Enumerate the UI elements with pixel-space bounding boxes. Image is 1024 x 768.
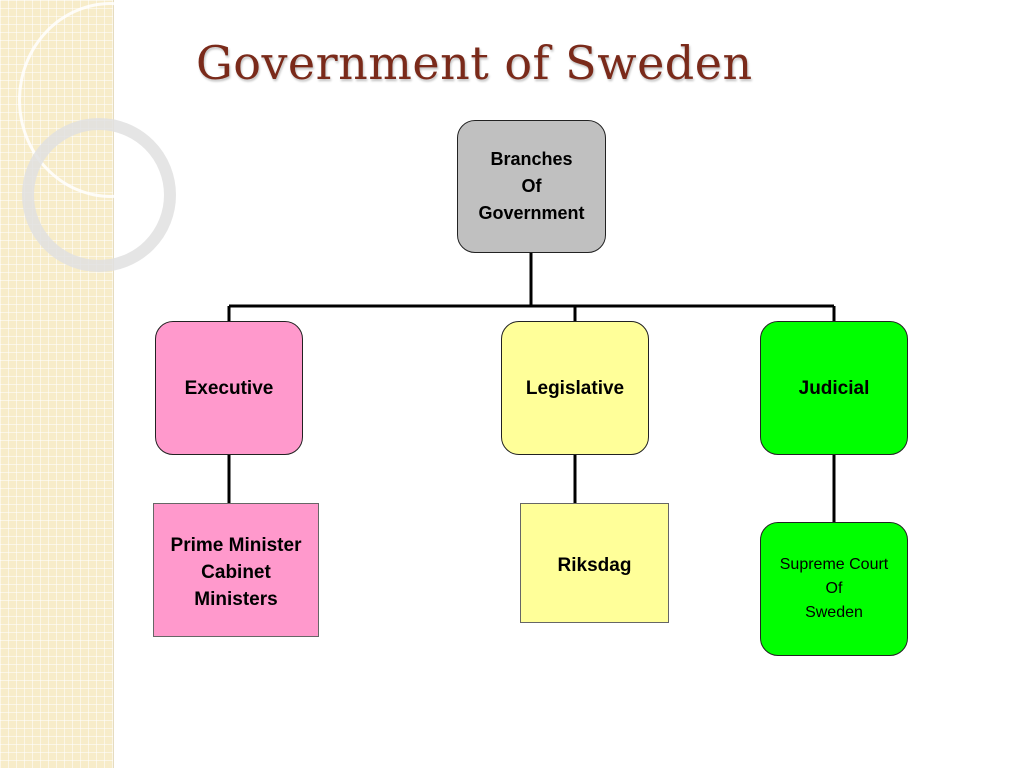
slide-title: Government of Sweden — [196, 36, 753, 90]
node-line: Ministers — [194, 589, 278, 610]
node-line: Supreme Court — [779, 556, 889, 573]
node-label: Legislative — [525, 377, 625, 399]
node-label: Executive — [184, 377, 274, 399]
branches-of-government-node: Branches Of Government — [457, 120, 606, 253]
legislative-node: Legislative — [501, 321, 649, 455]
node-label: Judicial — [798, 377, 870, 399]
node-line: Government — [478, 203, 585, 223]
judicial-node: Judicial — [760, 321, 908, 455]
node-line: Riksdag — [557, 555, 632, 576]
supreme-court-node: Supreme Court Of Sweden — [760, 522, 908, 656]
node-line: Cabinet — [201, 562, 271, 583]
riksdag-node: Riksdag — [520, 503, 669, 623]
node-line: Of — [521, 176, 542, 196]
node-line: Prime Minister — [170, 535, 302, 556]
prime-minister-cabinet-node: Prime Minister Cabinet Ministers — [153, 503, 319, 637]
node-line: Branches — [490, 149, 573, 169]
node-line: Of — [825, 580, 843, 597]
executive-node: Executive — [155, 321, 303, 455]
node-line: Sweden — [805, 604, 863, 621]
